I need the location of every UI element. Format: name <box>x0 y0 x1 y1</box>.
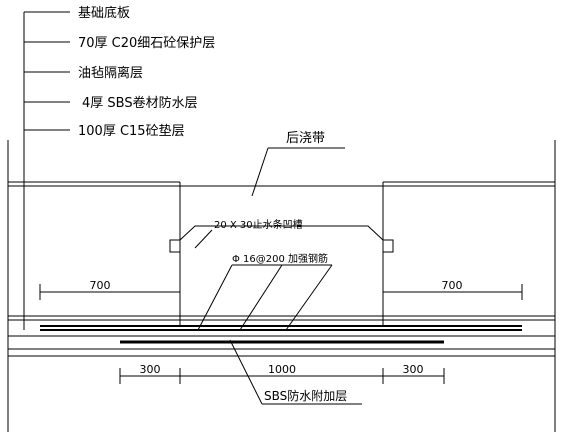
right-joint <box>382 182 394 326</box>
groove-leader <box>194 229 213 249</box>
strip-leader <box>251 147 269 197</box>
rebar-leader-2 <box>239 264 283 331</box>
left-joint <box>169 182 181 326</box>
sbs-leader <box>229 339 263 405</box>
post-pour-strip-label: 后浇带 <box>286 131 325 146</box>
layer-label-isolation: 油毡隔离层 <box>78 65 143 81</box>
layer-label-cushion: 100厚 C15砼垫层 <box>78 123 185 139</box>
layer-label-protection: 70厚 C20细石砼保护层 <box>78 36 215 51</box>
layer-label-sbs: 4厚 SBS卷材防水层 <box>82 95 198 111</box>
layer-label-base-slab: 基础底板 <box>78 5 130 21</box>
waterstop-groove-label: 20 X 30止水条凹槽 <box>214 218 303 231</box>
rebar-leader-1 <box>197 264 233 331</box>
dim-center-text: 1000 <box>268 363 296 376</box>
dim-right-lap-text: 700 <box>442 279 463 292</box>
sbs-additional-label: SBS防水附加层 <box>264 388 347 403</box>
rebar-leader-3 <box>285 264 333 331</box>
dim-left-ext-text: 300 <box>140 363 161 376</box>
dim-left-lap-text: 700 <box>90 279 111 292</box>
waterstop-groove-outline <box>170 225 393 253</box>
rebar-label: Φ 16@200 加强钢筋 <box>232 252 328 265</box>
dim-right-ext-text: 300 <box>403 363 424 376</box>
